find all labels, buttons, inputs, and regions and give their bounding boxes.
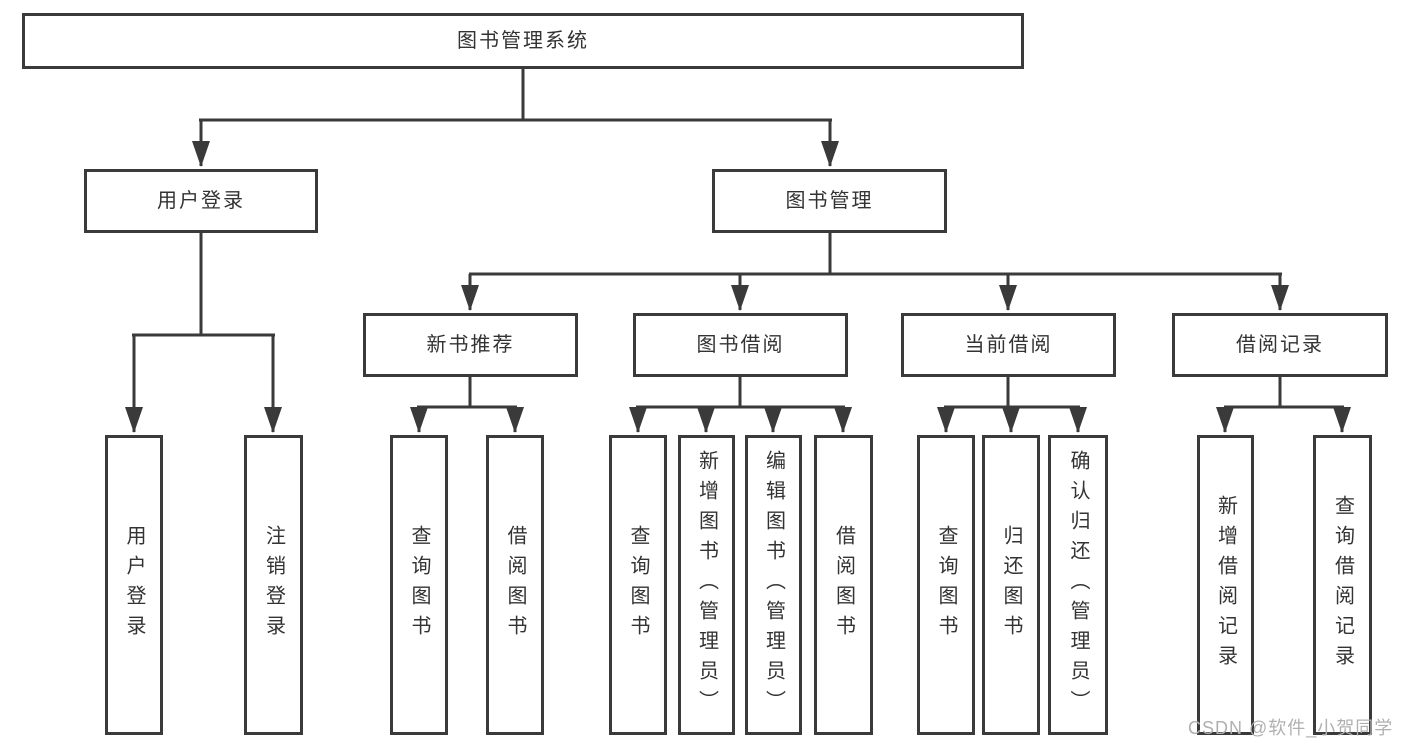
- node-leaf-query-borrow-record: 查询借阅记录: [1313, 435, 1372, 735]
- node-leaf-confirm-return-admin: 确认归还（管理员）: [1048, 435, 1108, 735]
- node-book-management: 图书管理: [712, 169, 947, 233]
- node-user-login: 用户登录: [84, 169, 318, 233]
- node-leaf-borrow-books: 借阅图书: [814, 435, 873, 735]
- node-leaf-query-books-borrowing: 查询图书: [609, 435, 667, 735]
- node-current-borrowing: 当前借阅: [901, 313, 1116, 377]
- node-leaf-return-book: 归还图书: [982, 435, 1040, 735]
- node-borrowing-records: 借阅记录: [1172, 313, 1388, 377]
- node-leaf-query-books-recommend: 查询图书: [390, 435, 448, 735]
- node-library-management-system: 图书管理系统: [22, 13, 1024, 69]
- node-leaf-borrow-books-recommend: 借阅图书: [486, 435, 544, 735]
- node-new-book-recommendation: 新书推荐: [363, 313, 578, 377]
- node-leaf-add-borrow-record: 新增借阅记录: [1197, 435, 1254, 735]
- node-leaf-edit-book-admin: 编辑图书（管理员）: [745, 435, 802, 735]
- csdn-watermark: CSDN @软件_小贺同学: [1188, 718, 1394, 738]
- node-leaf-logout: 注销登录: [244, 435, 303, 735]
- node-book-borrowing: 图书借阅: [633, 313, 848, 377]
- node-leaf-add-book-admin: 新增图书（管理员）: [678, 435, 735, 735]
- node-leaf-query-books-current: 查询图书: [917, 435, 975, 735]
- node-leaf-user-login: 用户登录: [105, 435, 163, 735]
